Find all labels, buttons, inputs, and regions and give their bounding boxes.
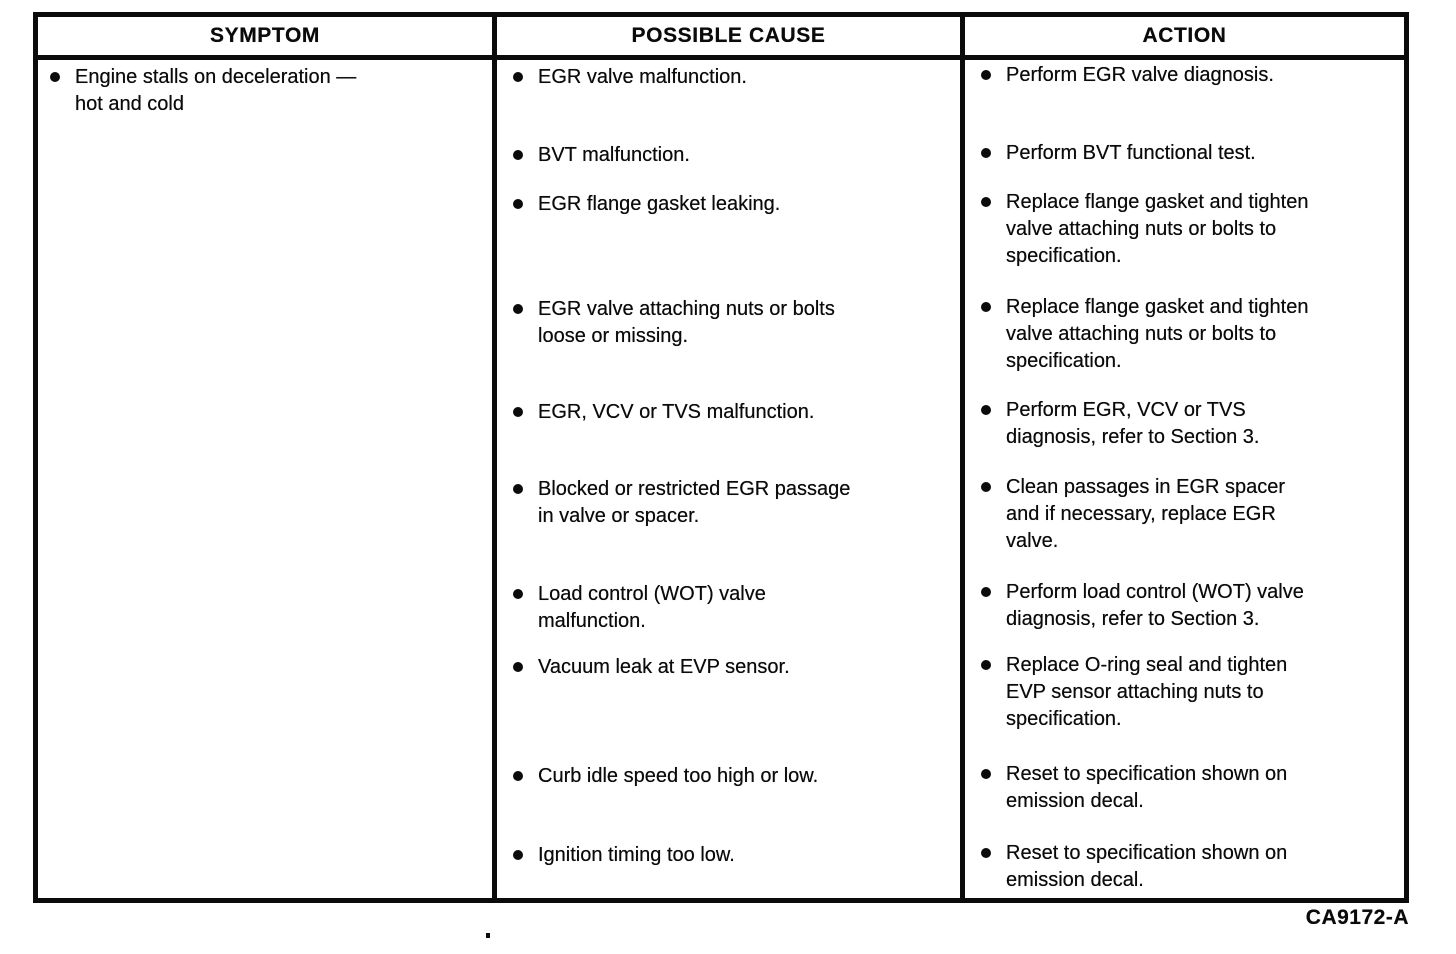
cause-item: EGR flange gasket leaking.: [513, 191, 950, 218]
action-item: Clean passages in EGR spacer and if nece…: [981, 474, 1394, 555]
table-body-row: Engine stalls on deceleration — hot and …: [38, 60, 1404, 903]
bullet-icon: [981, 587, 991, 597]
scan-speck: [486, 933, 490, 938]
action-item: Replace flange gasket and tighten valve …: [981, 189, 1394, 270]
diagnosis-table: SYMPTOM POSSIBLE CAUSE ACTION Engine sta…: [33, 12, 1409, 903]
cause-text: EGR, VCV or TVS malfunction.: [538, 401, 815, 423]
cause-text: Curb idle speed too high or low.: [538, 765, 819, 787]
action-item: Perform load control (WOT) valve diagnos…: [981, 579, 1394, 633]
column-header-action: ACTION: [960, 17, 1404, 60]
cause-item: Blocked or restricted EGR passage in val…: [513, 476, 950, 530]
bullet-icon: [981, 482, 991, 492]
possible-cause-cell: EGR valve malfunction. BVT malfunction. …: [492, 60, 960, 903]
cause-text: EGR valve attaching nuts or bolts loose …: [538, 298, 835, 347]
cause-text: BVT malfunction.: [538, 144, 690, 166]
action-item: Perform EGR valve diagnosis.: [981, 62, 1394, 89]
action-item: Replace O-ring seal and tighten EVP sens…: [981, 652, 1394, 733]
cause-text: Ignition timing too low.: [538, 844, 735, 866]
column-header-symptom: SYMPTOM: [38, 17, 492, 60]
table-header-row: SYMPTOM POSSIBLE CAUSE ACTION: [38, 17, 1404, 60]
action-text: Reset to specification shown on emission…: [1006, 842, 1288, 891]
bullet-icon: [513, 850, 523, 860]
bullet-icon: [513, 304, 523, 314]
bullet-icon: [513, 589, 523, 599]
action-text: Clean passages in EGR spacer and if nece…: [1006, 476, 1286, 552]
action-text: Perform EGR, VCV or TVS diagnosis, refer…: [1006, 399, 1260, 448]
cause-text: Load control (WOT) valve malfunction.: [538, 583, 766, 632]
action-item: Perform BVT functional test.: [981, 140, 1394, 167]
action-item: Perform EGR, VCV or TVS diagnosis, refer…: [981, 397, 1394, 451]
bullet-icon: [981, 148, 991, 158]
bullet-icon: [981, 405, 991, 415]
bullet-icon: [981, 848, 991, 858]
cause-item: EGR valve attaching nuts or bolts loose …: [513, 296, 950, 350]
action-text: Replace flange gasket and tighten valve …: [1006, 191, 1309, 267]
action-item: Reset to specification shown on emission…: [981, 840, 1394, 894]
cause-item: EGR, VCV or TVS malfunction.: [513, 399, 950, 426]
bullet-icon: [981, 197, 991, 207]
bullet-icon: [513, 199, 523, 209]
bullet-icon: [513, 407, 523, 417]
bullet-icon: [513, 662, 523, 672]
action-item: Replace flange gasket and tighten valve …: [981, 294, 1394, 375]
action-cell: Perform EGR valve diagnosis. Perform BVT…: [960, 60, 1404, 903]
column-header-possible-cause: POSSIBLE CAUSE: [492, 17, 960, 60]
symptom-cell: Engine stalls on deceleration — hot and …: [38, 60, 492, 903]
bullet-icon: [513, 771, 523, 781]
bullet-icon: [981, 769, 991, 779]
cause-text: Blocked or restricted EGR passage in val…: [538, 478, 851, 527]
cause-text: Vacuum leak at EVP sensor.: [538, 656, 790, 678]
action-item: Reset to specification shown on emission…: [981, 761, 1394, 815]
cause-text: EGR flange gasket leaking.: [538, 193, 781, 215]
bullet-icon: [981, 70, 991, 80]
action-text: Reset to specification shown on emission…: [1006, 763, 1288, 812]
bullet-icon: [981, 660, 991, 670]
bullet-icon: [50, 72, 60, 82]
action-text: Perform EGR valve diagnosis.: [1006, 64, 1274, 86]
symptom-item: Engine stalls on deceleration — hot and …: [50, 64, 482, 118]
bullet-icon: [513, 484, 523, 494]
bullet-icon: [981, 302, 991, 312]
cause-item: EGR valve malfunction.: [513, 64, 950, 91]
cause-item: BVT malfunction.: [513, 142, 950, 169]
cause-text: EGR valve malfunction.: [538, 66, 747, 88]
bullet-icon: [513, 72, 523, 82]
action-text: Replace flange gasket and tighten valve …: [1006, 296, 1309, 372]
bullet-icon: [513, 150, 523, 160]
action-text: Perform BVT functional test.: [1006, 142, 1256, 164]
action-text: Replace O-ring seal and tighten EVP sens…: [1006, 654, 1288, 730]
cause-item: Ignition timing too low.: [513, 842, 950, 869]
figure-code: CA9172-A: [1305, 906, 1409, 929]
cause-item: Curb idle speed too high or low.: [513, 763, 950, 790]
cause-item: Vacuum leak at EVP sensor.: [513, 654, 950, 681]
action-text: Perform load control (WOT) valve diagnos…: [1006, 581, 1304, 630]
cause-item: Load control (WOT) valve malfunction.: [513, 581, 950, 635]
symptom-text: Engine stalls on deceleration — hot and …: [75, 66, 357, 115]
